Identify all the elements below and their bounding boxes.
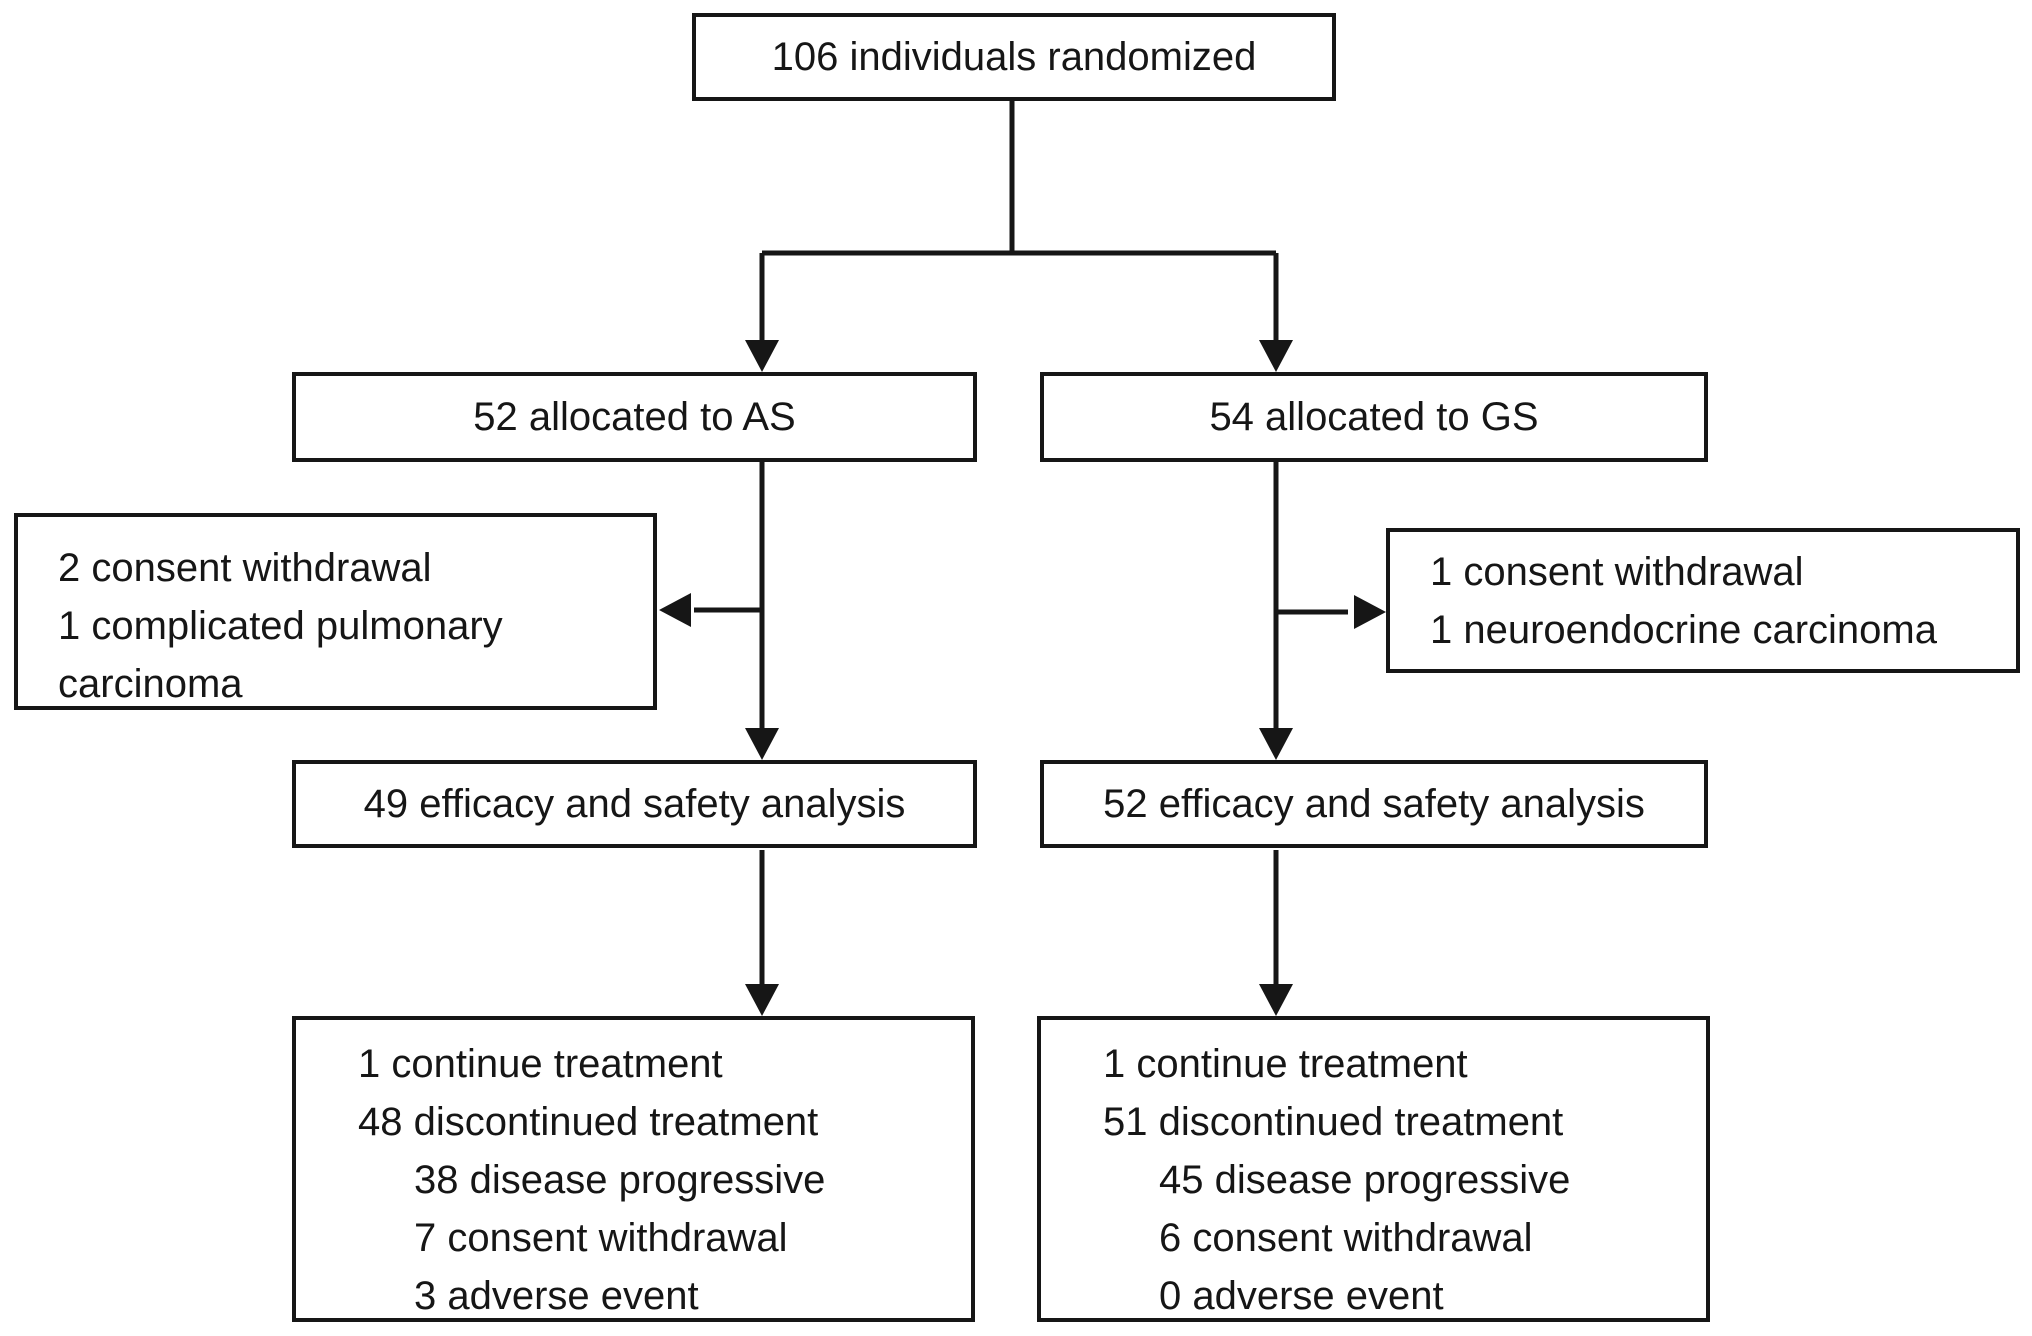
arrow-down-to-gs-outcomes	[1259, 984, 1293, 1016]
gs-outcome-subitem: 6 consent withdrawal	[1159, 1216, 1533, 1260]
gs-outcomes-box: 1 continue treatment 51 discontinued tre…	[1037, 1016, 1710, 1322]
gs-outcome-item: 1 continue treatment	[1103, 1042, 1468, 1086]
randomized-label: 106 individuals randomized	[771, 35, 1257, 79]
gs-allocated-box: 54 allocated to GS	[1040, 372, 1708, 462]
as-excluded-item: 1 complicated pulmonary carcinoma	[58, 604, 503, 706]
arrow-down-to-as-allocated	[745, 340, 779, 372]
as-allocated-box: 52 allocated to AS	[292, 372, 977, 462]
as-outcome-subitem: 3 adverse event	[414, 1274, 699, 1318]
gs-excluded-box: 1 consent withdrawal 1 neuroendocrine ca…	[1386, 528, 2020, 673]
as-outcome-item: 1 continue treatment	[358, 1042, 723, 1086]
arrow-down-to-as-outcomes	[745, 984, 779, 1016]
as-excluded-box: 2 consent withdrawal 1 complicated pulmo…	[14, 513, 657, 710]
gs-outcome-subitem: 45 disease progressive	[1159, 1158, 1571, 1202]
as-outcome-item: 48 discontinued treatment	[358, 1100, 819, 1144]
gs-excluded-item: 1 neuroendocrine carcinoma	[1430, 608, 1937, 652]
gs-analysis-box: 52 efficacy and safety analysis	[1040, 760, 1708, 848]
as-analysis-box: 49 efficacy and safety analysis	[292, 760, 977, 848]
as-allocated-label: 52 allocated to AS	[473, 395, 796, 439]
as-outcome-subitem: 7 consent withdrawal	[414, 1216, 788, 1260]
arrow-right-to-gs-excluded	[1354, 595, 1386, 629]
gs-allocated-label: 54 allocated to GS	[1209, 395, 1539, 439]
arrow-down-to-gs-analysis	[1259, 728, 1293, 760]
gs-outcome-item: 51 discontinued treatment	[1103, 1100, 1564, 1144]
as-analysis-label: 49 efficacy and safety analysis	[363, 782, 906, 826]
gs-outcome-subitem: 0 adverse event	[1159, 1274, 1444, 1318]
as-excluded-item: 2 consent withdrawal	[58, 546, 432, 590]
as-outcome-subitem: 38 disease progressive	[414, 1158, 826, 1202]
randomized-box: 106 individuals randomized	[692, 13, 1336, 101]
arrow-left-to-as-excluded	[659, 593, 691, 627]
gs-excluded-item: 1 consent withdrawal	[1430, 550, 1804, 594]
arrow-down-to-gs-allocated	[1259, 340, 1293, 372]
as-outcomes-box: 1 continue treatment 48 discontinued tre…	[292, 1016, 975, 1322]
gs-analysis-label: 52 efficacy and safety analysis	[1103, 782, 1645, 826]
arrow-down-to-as-analysis	[745, 728, 779, 760]
